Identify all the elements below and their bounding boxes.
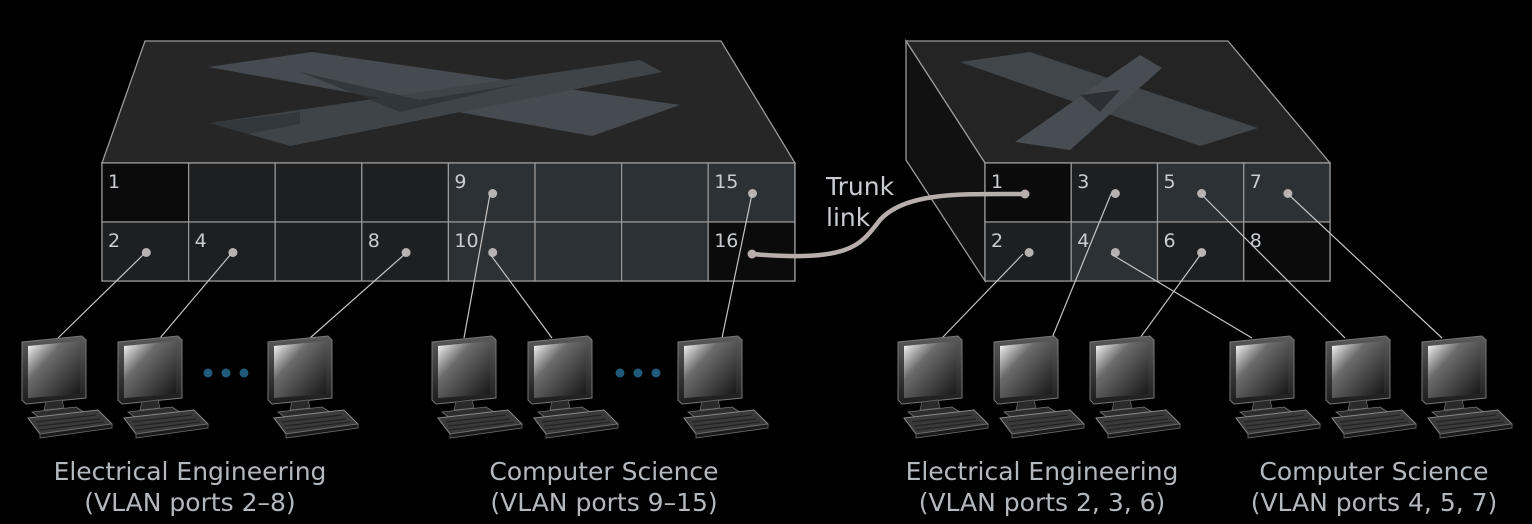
switch-icon <box>208 52 680 146</box>
ellipsis-dots <box>203 368 661 378</box>
port-cell <box>361 162 449 223</box>
trunk-label-line2: link <box>826 203 871 232</box>
port-number: 9 <box>454 171 466 193</box>
port-connector <box>748 189 757 198</box>
computer-icon <box>527 335 619 439</box>
computers <box>21 335 1513 439</box>
trunk-label-line1: Trunk <box>825 172 895 201</box>
computer-icon <box>677 335 769 439</box>
port-number: 2 <box>108 230 120 252</box>
port-wires <box>57 193 1443 339</box>
group-title: Computer Science <box>1259 457 1488 486</box>
port-connector <box>1197 189 1207 198</box>
port-connector <box>1024 248 1034 257</box>
port-cell <box>101 162 190 223</box>
computer-icon <box>897 335 989 439</box>
group-labels: Electrical Engineering (VLAN ports 2–8) … <box>54 457 1498 517</box>
switch-icon <box>960 52 1258 150</box>
computer-icon <box>1089 335 1181 439</box>
port-number: 8 <box>368 230 380 252</box>
group-title: Electrical Engineering <box>54 457 327 486</box>
port-cell <box>1070 162 1159 223</box>
computer-icon <box>1421 335 1513 439</box>
port-number: 16 <box>714 230 738 252</box>
group-title: Electrical Engineering <box>906 457 1179 486</box>
port-number: 10 <box>454 230 478 252</box>
group-subtitle: (VLAN ports 2, 3, 6) <box>919 488 1166 517</box>
port-number: 15 <box>714 171 738 193</box>
computer-icon <box>993 335 1085 439</box>
left-port-grid: 1 9 15 2 4 8 10 16 <box>101 162 796 282</box>
port-cell <box>188 162 276 223</box>
computer-icon <box>21 335 113 439</box>
port-connector <box>1110 189 1120 198</box>
computer-icon <box>1325 335 1417 439</box>
group-subtitle: (VLAN ports 9–15) <box>490 488 717 517</box>
computer-icon <box>1229 335 1321 439</box>
port-number: 5 <box>1164 171 1176 193</box>
port-number: 4 <box>1077 230 1089 252</box>
port-cell <box>620 221 709 282</box>
left-switch: 1 9 15 2 4 8 10 16 <box>101 40 797 282</box>
trunk-link: Trunk link <box>747 172 1030 259</box>
port-cell <box>620 162 709 223</box>
group-subtitle: (VLAN ports 2–8) <box>84 488 295 517</box>
port-number: 2 <box>991 230 1003 252</box>
port-cell <box>534 162 623 223</box>
port-cell <box>274 221 363 282</box>
port-number: 6 <box>1164 230 1176 252</box>
port-number: 1 <box>991 171 1003 193</box>
port-cell <box>274 162 363 223</box>
group-title: Computer Science <box>489 457 718 486</box>
port-cell <box>534 221 623 282</box>
port-number: 4 <box>195 230 207 252</box>
port-connector <box>1197 248 1207 257</box>
port-connector <box>488 248 498 257</box>
port-number: 3 <box>1077 171 1089 193</box>
group-subtitle: (VLAN ports 4, 5, 7) <box>1251 488 1498 517</box>
port-connector <box>488 189 498 198</box>
port-number: 7 <box>1250 171 1262 193</box>
port-connector <box>1110 248 1120 257</box>
computer-icon <box>117 335 209 439</box>
computer-icon <box>431 335 523 439</box>
port-number: 1 <box>108 171 120 193</box>
computer-icon <box>267 335 359 439</box>
